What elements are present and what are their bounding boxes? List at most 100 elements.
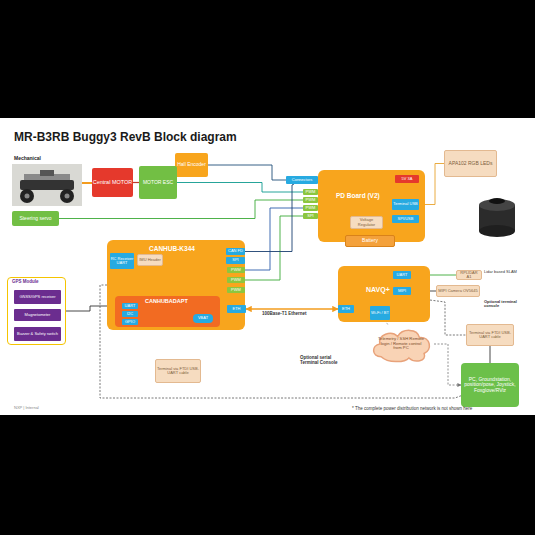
mipi-pin: MIPI (393, 287, 411, 295)
node-text: Terminal via FTDI USB-UART cable (468, 331, 513, 340)
board-box: PD Board (V2)Connectors5V 3APWMPWMPWMSPI… (318, 170, 425, 242)
note-label: Optional serial Terminal Console (300, 356, 350, 366)
node-text: CAN FD (228, 249, 243, 253)
esc-box: MOTOR ESC (139, 166, 177, 199)
node-text: I2C (127, 312, 133, 316)
node-text: Voltage Regulator (352, 218, 382, 227)
node-text: PWM (306, 190, 316, 194)
connector (208, 165, 286, 180)
pwm-pin: PWM (303, 189, 318, 195)
node-text: RPLIDAR A1 (458, 271, 481, 280)
magnetometer-box: Magnetometer (14, 309, 61, 321)
connector (245, 216, 303, 280)
eth-pin: ETH (227, 305, 246, 313)
wifi-pin: Wi-Fi / BT (370, 306, 390, 320)
receiver-pin: RC Receiver UART (110, 253, 134, 269)
node-text: Magnetometer (25, 313, 51, 317)
cable-box: Terminal via FTDI USB-UART cable (155, 359, 201, 383)
buggy-wheel (20, 189, 34, 203)
node-text: APA102 RGB LEDs (449, 161, 493, 166)
pwm-pin: PWM (303, 205, 318, 211)
buggy-wheel (60, 189, 74, 203)
connector (490, 346, 491, 363)
node-text: Connectors (292, 178, 312, 182)
cloud-shape (374, 330, 430, 361)
node-text: ETH (233, 307, 241, 311)
pc-box: PC, Groundstation, position/pose, Joysti… (461, 363, 519, 407)
node-text: RC Receiver UART (111, 257, 134, 266)
connector (177, 183, 303, 193)
node-text: UART (125, 304, 136, 308)
node-text: SPI (232, 258, 238, 262)
node-text: PWM (306, 206, 316, 210)
node-text: 5V 3A (402, 177, 413, 181)
safety-box: Buzzer & Safety switch (14, 327, 61, 341)
node-text: GNSS/GPS receiver (19, 295, 55, 299)
buggy-hub (65, 194, 70, 199)
telemetry-cloud: Telemetry / SSH Remote login / Remote co… (368, 325, 434, 363)
node-text: CANHUBADAPT (145, 299, 188, 305)
pwm-pin: PWM (227, 277, 245, 283)
node-text: PWM (231, 278, 241, 282)
pwm-pin: PWM (227, 267, 245, 273)
uart-pin: UART (393, 271, 411, 279)
node-text: Telemetry / SSH Remote login / Remote co… (377, 337, 425, 351)
connector (246, 308, 338, 310)
usb-pin: SPI/USB (392, 215, 419, 223)
node-text: Buzzer & Safety switch (17, 332, 58, 336)
lidar-base (479, 225, 515, 237)
node-text: UART (397, 273, 408, 277)
camera-box: MIPI Camera OV5645 (436, 285, 480, 297)
node-text: Steering servo (19, 216, 51, 221)
node-text: NAVQ+ (366, 286, 390, 294)
computer-box: NAVQ+ UART MIPI ETH Wi-Fi / BT (338, 266, 430, 322)
adapter-box: CANHUBADAPTUARTI2CGPIOVBAT (115, 296, 220, 327)
usb-pin: Terminal USB (392, 199, 419, 210)
node-text: VBAT (198, 316, 208, 320)
node-text: Terminal USB (393, 202, 417, 206)
node-text: PWM (231, 288, 241, 292)
node-text: ETH (342, 307, 350, 311)
node-text: PWM (306, 198, 316, 202)
eth-pin: ETH (338, 305, 354, 313)
regulator-box: Voltage Regulator (350, 216, 383, 229)
node-text: PD Board (V2) (336, 192, 380, 199)
spi-pin: SPI (226, 257, 245, 264)
lidar-top (479, 199, 515, 211)
buggy-hub (25, 194, 30, 199)
node-text: SPI/USB (398, 217, 414, 221)
pwm-pin: PWM (303, 197, 318, 203)
led-box: APA102 RGB LEDs (444, 150, 497, 177)
node-text: IMU Header (139, 258, 161, 262)
vbat-pin: VBAT (193, 314, 213, 323)
connector (430, 300, 466, 335)
i2c-pin: I2C (122, 311, 138, 317)
node-text: SPI (307, 214, 313, 218)
lidar-dome (489, 198, 505, 204)
node-text: PC, Groundstation, position/pose, Joysti… (462, 377, 519, 393)
connector (59, 200, 303, 219)
motor-box: Central MOTOR (92, 168, 133, 197)
node-text: MIPI Camera OV5645 (438, 289, 477, 293)
node-text: GPS Module (12, 280, 39, 285)
footnote: * The complete power distribution networ… (352, 407, 472, 412)
controller-box: CANHUB-K344RC Receiver UARTIMU HeaderCAN… (107, 240, 245, 330)
device-label: Lidar based SLAM (484, 270, 520, 274)
uart-pin: UART (122, 303, 138, 309)
spi-pin: SPI (303, 213, 318, 219)
connector-label: 100Base-T1 Ethernet (262, 312, 307, 317)
gps-group: GPS ModuleGNSS/GPS receiverMagnetometerB… (7, 277, 66, 345)
buggy-body (20, 180, 74, 190)
node-text: Battery (362, 238, 378, 243)
header-box: IMU Header (137, 254, 163, 266)
slide-background (0, 118, 535, 415)
gnss-box: GNSS/GPS receiver (14, 290, 61, 304)
buggy-photo (12, 164, 82, 206)
diagram-title: MR-B3RB Buggy3 RevB Block diagram (14, 131, 237, 144)
battery-box: Battery (345, 235, 395, 247)
connector (434, 344, 461, 385)
node-text: Hall Encoder (177, 162, 206, 167)
section-label: Mechanical (14, 156, 41, 162)
can-pin: CAN FD (226, 248, 245, 255)
node-text: MIPI (398, 289, 406, 293)
